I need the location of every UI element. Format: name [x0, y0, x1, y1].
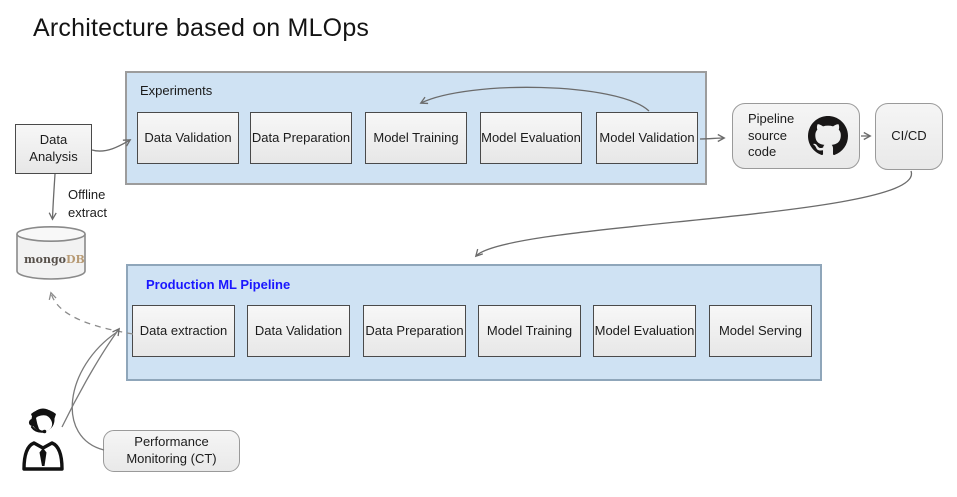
- exp-box-model-training: Model Training: [365, 112, 467, 164]
- github-icon: [808, 116, 848, 156]
- production-pipeline-container: [126, 264, 822, 381]
- prod-box-model-evaluation: Model Evaluation: [593, 305, 696, 357]
- prod-box-data-extraction: Data extraction: [132, 305, 235, 357]
- production-pipeline-label: Production ML Pipeline: [146, 277, 291, 292]
- prod-box-data-validation: Data Validation: [247, 305, 350, 357]
- performance-monitoring-box: Performance Monitoring (CT): [103, 430, 240, 472]
- pipeline-source-code-box: Pipeline source code: [732, 103, 860, 169]
- arrow-extraction-to-mongodb-dashed: [48, 291, 134, 335]
- page-title: Architecture based on MLOps: [33, 14, 370, 42]
- experiments-label: Experiments: [140, 83, 213, 98]
- offline-extract-label: Offline extract: [68, 187, 108, 220]
- exp-box-data-validation: Data Validation: [137, 112, 239, 164]
- exp-box-data-preparation: Data Preparation: [250, 112, 352, 164]
- cicd-box: CI/CD: [875, 103, 943, 170]
- exp-box-model-evaluation: Model Evaluation: [480, 112, 582, 164]
- prod-box-model-training: Model Training: [478, 305, 581, 357]
- database-cylinder-icon: [16, 226, 86, 280]
- pipeline-source-code-label: Pipeline source code: [748, 110, 795, 160]
- prod-box-model-serving: Model Serving: [709, 305, 812, 357]
- arrow-analysis-to-mongodb: [48, 173, 57, 221]
- mongodb-wordmark-mongo: mongo: [24, 252, 67, 266]
- data-analysis-box: Data Analysis: [15, 124, 92, 174]
- exp-box-model-validation: Model Validation: [596, 112, 698, 164]
- prod-box-data-preparation: Data Preparation: [363, 305, 466, 357]
- mongodb-wordmark-db: DB: [66, 252, 85, 266]
- support-person-icon: [22, 408, 64, 471]
- arrow-person-to-data-extraction: [61, 327, 120, 428]
